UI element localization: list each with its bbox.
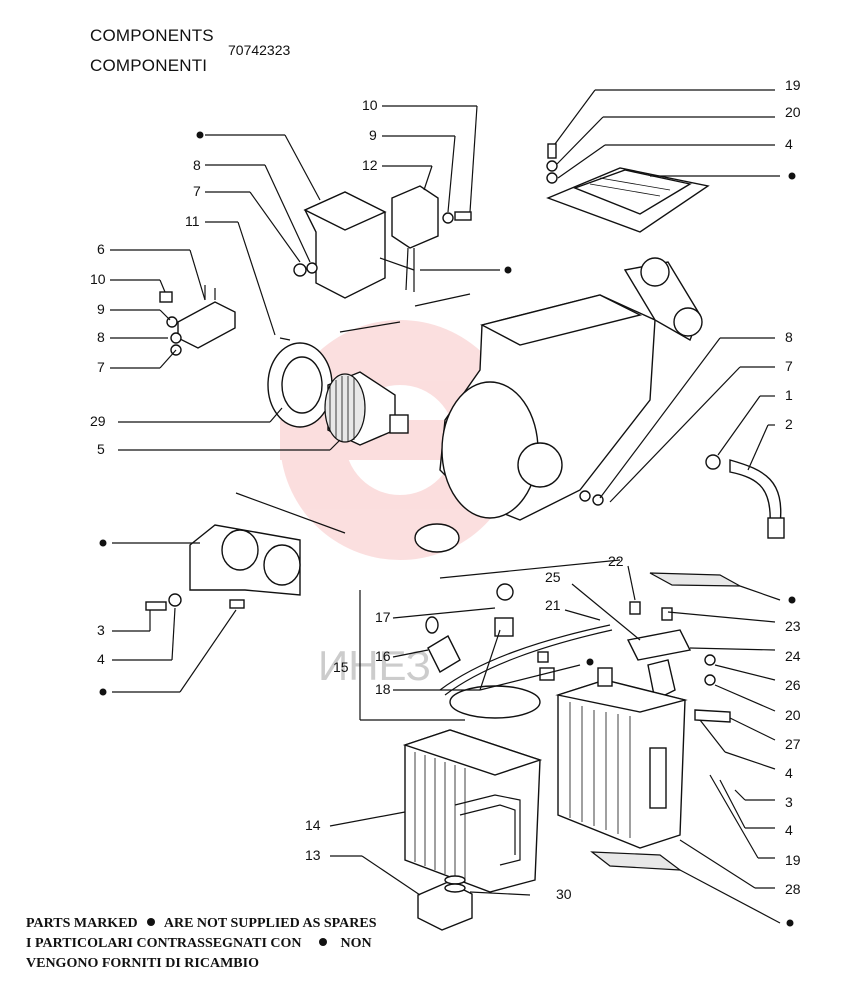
footer-note-line3: VENGONO FORNITI DI RICAMBIO	[26, 956, 259, 971]
hose-2	[705, 454, 785, 539]
callout-7: 7	[97, 359, 105, 375]
title-it: COMPONENTI	[90, 56, 208, 75]
callout-23: 23	[785, 618, 801, 634]
callout-labels: 19 20 4 10 9 12 8 7 11 6 10 9 8 7 29 5 8…	[90, 77, 801, 902]
footer-line2-prefix: I PARTICOLARI CONTRASSEGNATI CON	[26, 936, 302, 951]
watermark-text: ИНЕЗ	[318, 642, 431, 689]
evaporator-14	[402, 729, 543, 893]
callout-28: 28	[785, 881, 801, 897]
callout-22: 22	[608, 553, 624, 569]
expansion-valve-13	[417, 875, 473, 931]
callout-9: 9	[97, 301, 105, 317]
bolt-19-top	[546, 143, 558, 184]
callout-16: 16	[375, 648, 391, 664]
nut-7-8-right	[579, 490, 604, 506]
callout-29: 29	[90, 413, 106, 429]
not-supplied-markers	[99, 131, 796, 927]
callout-6: 6	[97, 241, 105, 257]
callout-4: 4	[785, 822, 793, 838]
callout-8: 8	[193, 157, 201, 173]
bullet-icon	[147, 918, 156, 926]
flap-control	[425, 583, 613, 719]
callout-21: 21	[545, 597, 561, 613]
footer-line1-prefix: PARTS MARKED	[26, 916, 138, 931]
footer-note-line2: I PARTICOLARI CONTRASSEGNATI CON NON	[26, 936, 372, 952]
callout-4: 4	[97, 651, 105, 667]
callout-9: 9	[369, 127, 377, 143]
callout-8: 8	[97, 329, 105, 345]
callout-27: 27	[785, 736, 801, 752]
valve-assembly	[626, 601, 731, 723]
bullet-icon	[319, 938, 328, 946]
resistor-6	[159, 285, 236, 356]
pad-bottom	[590, 851, 682, 871]
bracket-left	[189, 524, 301, 596]
resistor-box-large	[303, 191, 387, 299]
callout-19: 19	[785, 77, 801, 93]
heater-core-28	[555, 667, 688, 849]
callout-10: 10	[90, 271, 106, 287]
leader-lines	[110, 89, 781, 924]
callout-14: 14	[305, 817, 321, 833]
flange-29	[267, 342, 333, 428]
part-number: 70742323	[228, 42, 291, 58]
callout-13: 13	[305, 847, 321, 863]
callout-20: 20	[785, 104, 801, 120]
title-en: COMPONENTS	[90, 26, 214, 45]
callout-5: 5	[97, 441, 105, 457]
callout-12: 12	[362, 157, 378, 173]
screw-11	[279, 337, 291, 341]
relay-box-12	[391, 185, 439, 292]
callout-30: 30	[556, 886, 572, 902]
callout-3: 3	[97, 622, 105, 638]
callout-25: 25	[545, 569, 561, 585]
callout-11: 11	[185, 213, 200, 229]
footer-line2-suffix: NON	[340, 936, 372, 951]
callout-4: 4	[785, 136, 793, 152]
bolt-3-4-left	[145, 593, 245, 611]
footer-line1-suffix: ARE NOT SUPPLIED AS SPARES	[163, 916, 377, 931]
pad-top	[649, 572, 741, 587]
callout-8: 8	[785, 329, 793, 345]
callout-4: 4	[785, 765, 793, 781]
callout-17: 17	[375, 609, 391, 625]
blower-housing	[414, 257, 703, 553]
callout-7: 7	[193, 183, 201, 199]
nut-9-10-top	[442, 211, 472, 224]
callout-7: 7	[785, 358, 793, 374]
callout-18: 18	[375, 681, 391, 697]
callout-1: 1	[785, 387, 793, 403]
callout-3: 3	[785, 794, 793, 810]
callout-26: 26	[785, 677, 801, 693]
callout-24: 24	[785, 648, 801, 664]
callout-10: 10	[362, 97, 378, 113]
callout-20: 20	[785, 707, 801, 723]
cover-plate	[546, 167, 710, 233]
callout-19: 19	[785, 852, 801, 868]
footer-note-line1: PARTS MARKED ARE NOT SUPPLIED AS SPARES	[26, 916, 377, 932]
nut-7-8-top	[293, 262, 318, 277]
callout-2: 2	[785, 416, 793, 432]
callout-15: 15	[333, 659, 349, 675]
blower-motor-5	[324, 371, 409, 446]
